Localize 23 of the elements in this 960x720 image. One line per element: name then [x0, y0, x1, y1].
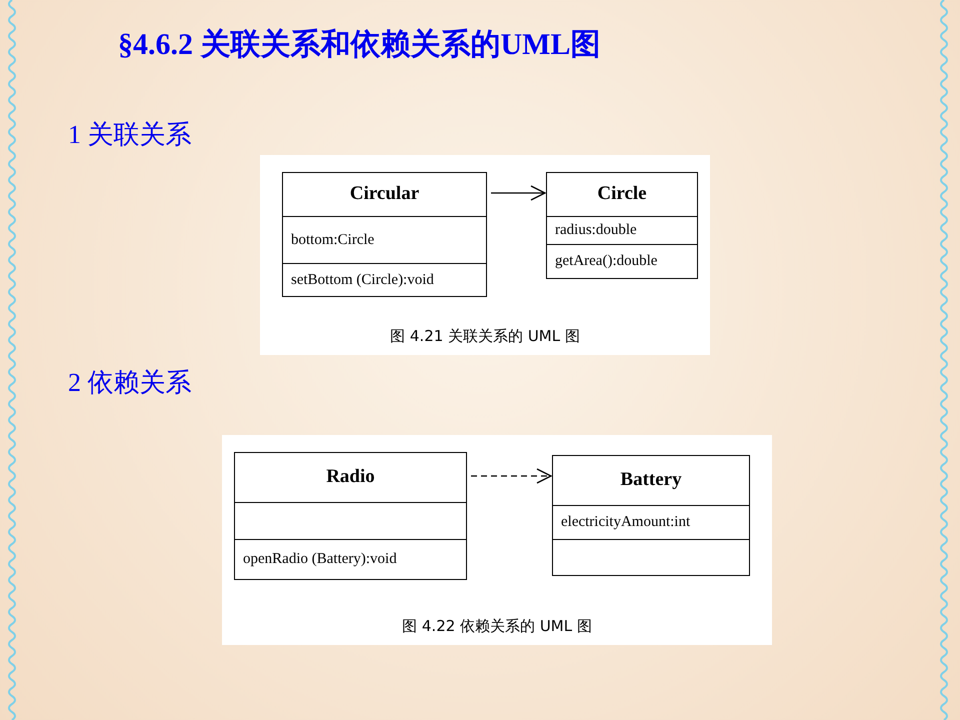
class-member: radius:double: [555, 221, 637, 240]
figure-caption: 图 4.21 关联关系的 UML 图: [390, 326, 580, 346]
section-heading: 1 关联关系: [68, 119, 192, 151]
class-member: bottom:Circle: [291, 230, 374, 250]
section-heading: 2 依赖关系: [68, 367, 192, 399]
figure-panel: [222, 435, 772, 645]
arrow: [491, 185, 546, 201]
arrow: [471, 468, 552, 484]
class-name: Radio: [326, 465, 375, 490]
figure-panel: [260, 155, 710, 355]
slide-title: §4.6.2 关联关系和依赖关系的UML图: [118, 27, 600, 63]
class-member: openRadio (Battery):void: [243, 550, 397, 570]
class-box: [234, 452, 467, 580]
class-box: [282, 172, 487, 297]
class-member: electricityAmount:int: [561, 513, 690, 532]
class-member: setBottom (Circle):void: [291, 270, 434, 290]
class-member: getArea():double: [555, 252, 658, 272]
class-name: Battery: [620, 468, 682, 492]
class-box: [552, 455, 750, 576]
class-box: [546, 172, 698, 279]
figure-caption: 图 4.22 依赖关系的 UML 图: [402, 616, 592, 636]
class-name: Circle: [597, 182, 647, 206]
class-name: Circular: [350, 182, 420, 206]
